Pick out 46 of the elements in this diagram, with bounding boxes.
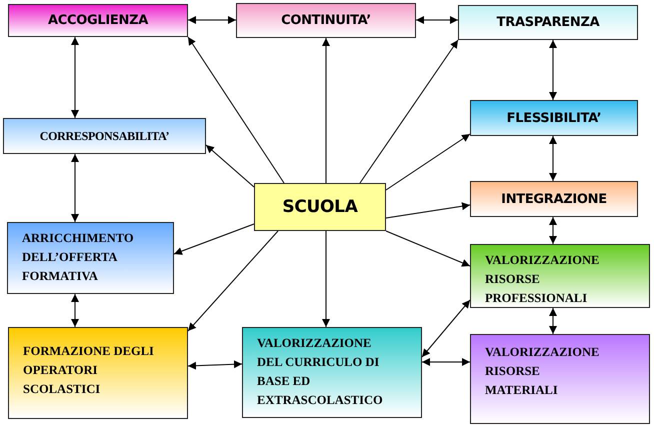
arrow	[549, 40, 557, 100]
central-box	[254, 183, 386, 231]
arrow	[188, 16, 236, 24]
concept-label: VALORIZZAZIONE RISORSE MATERIALI	[485, 344, 600, 399]
concept-box	[236, 3, 416, 38]
concept-box	[458, 5, 638, 40]
concept-box	[470, 334, 650, 424]
arrow	[422, 358, 470, 366]
arrow	[422, 300, 470, 358]
concept-label: INTEGRAZIONE	[501, 192, 607, 206]
arrow	[386, 134, 470, 190]
arrow	[188, 360, 242, 370]
concept-label: FORMAZIONE DEGLI OPERATORI SCOLASTICI	[23, 343, 155, 398]
concept-box	[470, 244, 650, 308]
concept-box	[470, 100, 638, 136]
arrow	[549, 136, 557, 182]
concept-box	[470, 181, 638, 217]
concept-box	[3, 118, 206, 154]
concept-box	[8, 4, 188, 37]
concept-box	[8, 327, 188, 419]
arrow	[71, 154, 79, 222]
concept-box	[242, 327, 422, 418]
arrow	[386, 230, 470, 267]
concept-label: CORRESPONSABILITA’	[40, 128, 170, 144]
arrow	[549, 308, 557, 334]
central-label: SCUOLA	[282, 197, 358, 217]
concept-label: ACCOGLIENZA	[48, 13, 148, 28]
arrow	[386, 202, 470, 218]
concept-box	[7, 222, 174, 294]
arrow	[322, 230, 330, 328]
arrow	[71, 294, 79, 328]
concept-label: ARRICCHIMENTO DELL’OFFERTA FORMATIVA	[22, 230, 135, 285]
arrow	[206, 144, 254, 188]
arrow	[416, 16, 458, 24]
arrow	[360, 40, 458, 184]
arrow	[549, 216, 557, 244]
concept-label: CONTINUITA’	[281, 13, 371, 28]
concept-label: VALORIZZAZIONE RISORSE PROFESSIONALI	[485, 252, 600, 307]
arrow	[188, 230, 278, 332]
arrow	[322, 38, 330, 184]
arrow	[71, 36, 79, 118]
concept-label: TRASPARENZA	[496, 15, 600, 30]
concept-label: VALORIZZAZIONE DEL CURRICULO DI BASE ED EXTRASCOLASTICO	[257, 335, 384, 409]
arrow	[188, 36, 284, 184]
concept-label: FLESSIBILITA’	[506, 110, 602, 126]
arrow	[174, 224, 254, 255]
